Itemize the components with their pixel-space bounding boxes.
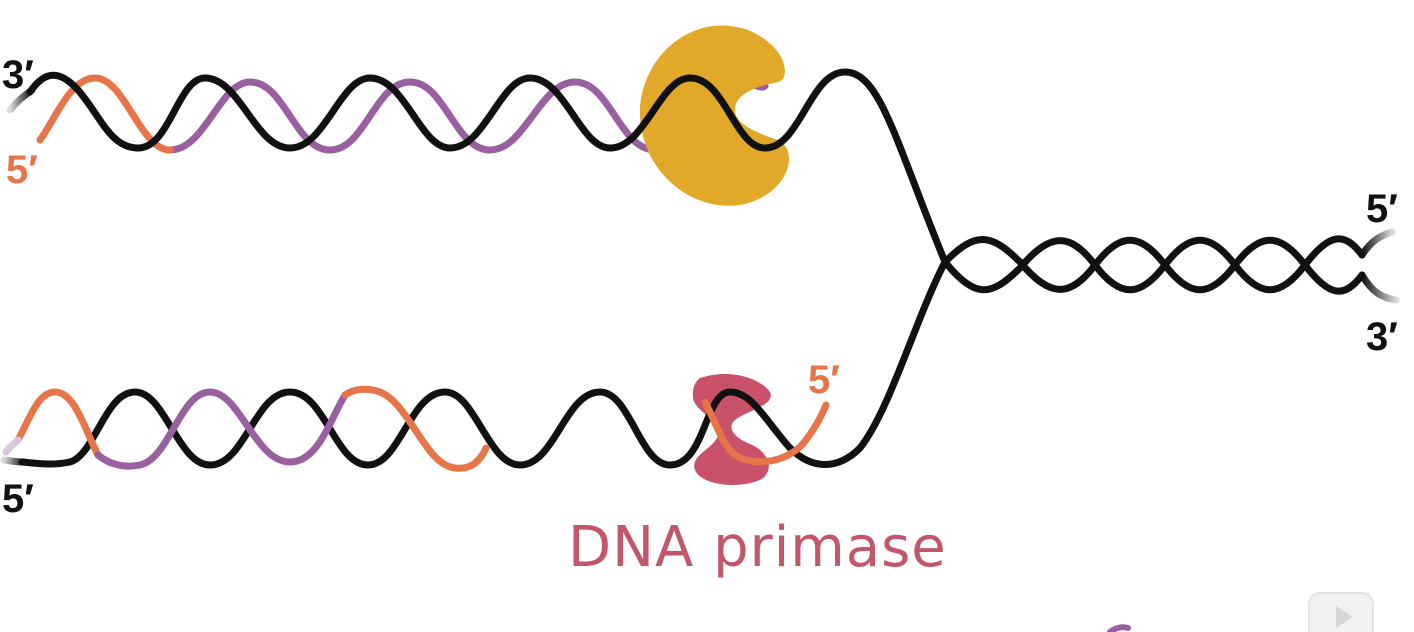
upper-duplex (6, 25, 949, 266)
play-icon (1336, 606, 1353, 628)
lower-template-strand (18, 258, 949, 469)
label-top-left-3prime: 3′ (2, 53, 34, 97)
parental-duplex (941, 228, 1400, 304)
lower-fade-primer-end (2, 436, 22, 456)
lower-new-primer-1 (14, 388, 102, 459)
label-bottom-left-5prime: 5′ (2, 477, 34, 521)
label-right-5prime: 5′ (1366, 187, 1398, 231)
lower-duplex (0, 258, 949, 485)
dna-polymerase-icon (640, 25, 790, 206)
upper-template-strand (26, 68, 949, 266)
label-right-3prime: 3′ (1366, 315, 1398, 359)
parental-fade-end-top (1358, 228, 1396, 259)
primase-new-primer (701, 398, 830, 466)
lower-fade-end (0, 456, 28, 466)
upper-rna-primer (36, 74, 174, 154)
parental-fade-end-bottom (1358, 271, 1400, 304)
lower-new-dna-1 (94, 388, 349, 470)
play-button[interactable] (1308, 592, 1374, 632)
partial-stroke-mark (1107, 624, 1131, 632)
upper-fade-end (6, 86, 36, 114)
parental-strand-b (941, 235, 1366, 294)
label-primer-5prime: 5′ (808, 358, 840, 402)
label-dna-primase: DNA primase (568, 515, 947, 580)
label-top-left-5prime: 5′ (6, 148, 38, 192)
lower-new-primer-2 (341, 385, 490, 472)
